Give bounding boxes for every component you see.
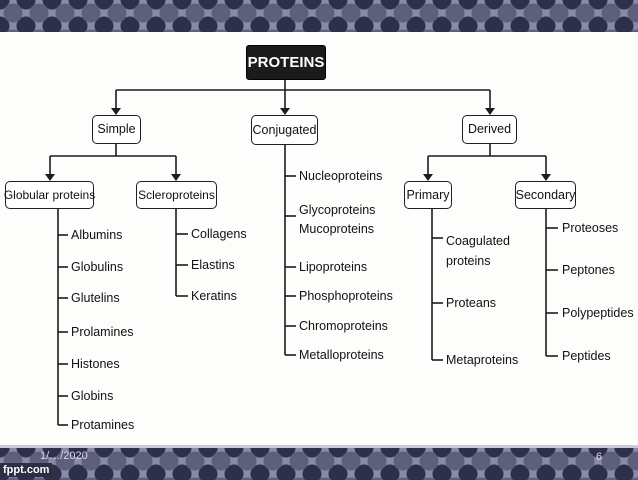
secondary-node: Secondary <box>515 181 576 209</box>
bottom-band-edge <box>0 445 638 448</box>
leaf-glutelins: Glutelins <box>71 291 120 305</box>
leaf-keratins: Keratins <box>191 289 237 303</box>
leaf-albumins: Albumins <box>71 228 123 242</box>
proteins-root-node: PROTEINS <box>246 45 326 80</box>
leaf-collagens: Collagens <box>191 227 247 241</box>
conjugated-node: Conjugated <box>251 115 318 145</box>
leaf-metaproteins: Metaproteins <box>446 353 519 367</box>
derived-node: Derived <box>462 115 517 144</box>
bottom-decorative-band <box>0 448 638 480</box>
leaf-glycoproteins-mucoproteins: Glycoproteins Mucoproteins <box>299 203 376 236</box>
slide-canvas <box>0 32 638 448</box>
leaf-histones: Histones <box>71 357 120 371</box>
leaf-protamines: Protamines <box>71 418 135 432</box>
leaf-prolamines: Prolamines <box>71 325 134 339</box>
leaf-metalloproteins: Metalloproteins <box>299 348 384 362</box>
footer-date: 1/…/2020 <box>40 450 88 462</box>
footer-page-number: 6 <box>596 451 603 463</box>
leaf-phosphoproteins: Phosphoproteins <box>299 289 393 303</box>
leaf-peptides: Peptides <box>562 349 611 363</box>
globular-proteins-node: Globular proteins <box>4 181 95 209</box>
leaf-peptones: Peptones <box>562 263 615 277</box>
scleroproteins-node: Scleroproteins <box>136 181 217 209</box>
leaf-nucleoproteins: Nucleoproteins <box>299 169 383 183</box>
leaf-proteans: Proteans <box>446 296 497 310</box>
leaf-polypeptides: Polypeptides <box>562 306 634 320</box>
leaf-coagulated-proteins: Coagulated proteins <box>446 234 510 268</box>
leaf-lipoproteins: Lipoproteins <box>299 260 368 274</box>
footer-logo: fppt.com <box>0 463 53 477</box>
leaf-elastins: Elastins <box>191 258 235 272</box>
leaf-chromoproteins: Chromoproteins <box>299 319 388 333</box>
leaf-globins: Globins <box>71 389 114 403</box>
leaf-globulins: Globulins <box>71 260 124 274</box>
top-decorative-band <box>0 0 638 32</box>
simple-node: Simple <box>92 115 141 144</box>
leaf-proteoses: Proteoses <box>562 221 619 235</box>
primary-node: Primary <box>404 181 452 209</box>
